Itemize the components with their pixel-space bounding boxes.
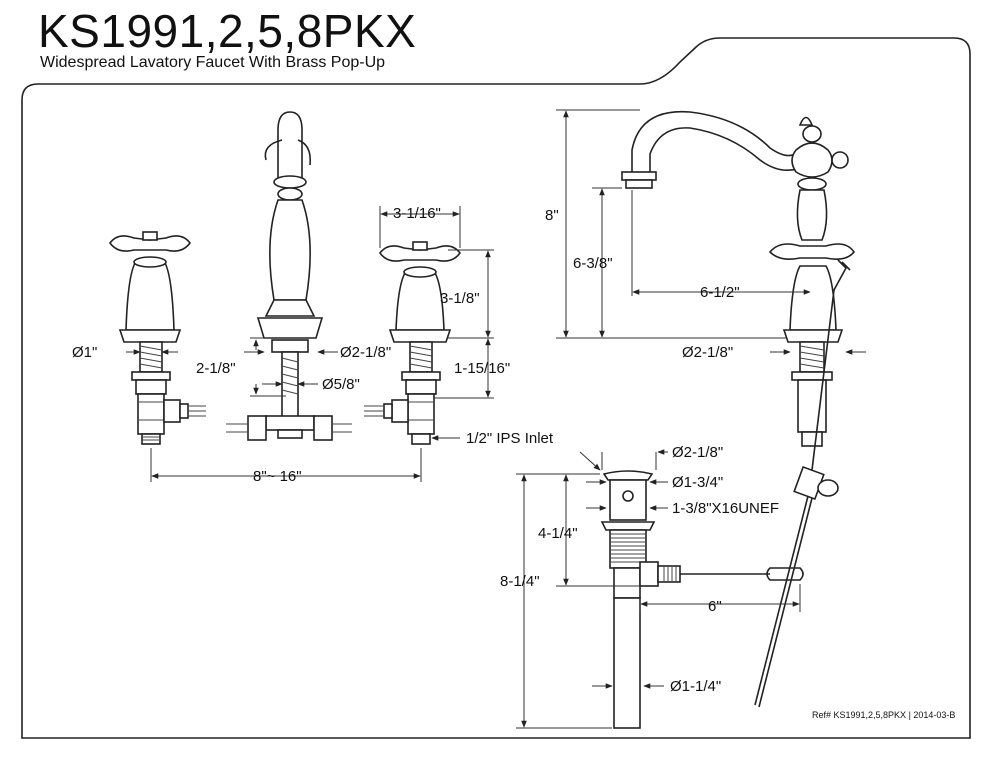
dim-drain-total-height: 8-1/4" (500, 573, 540, 590)
dim-drain-upper-height: 4-1/4" (538, 525, 578, 542)
dim-spout-shank-dia: Ø5/8" (322, 376, 360, 393)
dim-spout-base-dia: Ø2-1/8" (340, 344, 391, 361)
dim-handle-shank-length: 1-15/16" (454, 360, 510, 377)
dim-handle-height: 3-1/8" (440, 290, 480, 307)
center-spout-drawing (226, 111, 352, 441)
side-view-faucet-drawing (621, 110, 855, 708)
dim-spread: 8"~ 16" (253, 468, 302, 485)
dimension-lines (126, 109, 866, 729)
dim-tailpiece-dia: Ø1-1/4" (670, 678, 721, 695)
dim-handle-shank-dia: Ø1" (72, 344, 97, 361)
dim-drain-flange-dia: Ø2-1/8" (672, 444, 723, 461)
dim-overall-height: 8" (545, 207, 559, 224)
right-handle-drawing (364, 241, 461, 445)
product-description: Widespread Lavatory Faucet With Brass Po… (40, 54, 386, 71)
dim-handle-width: 3-1/16" (393, 205, 441, 222)
dim-spout-outlet-height: 6-3/8" (573, 255, 613, 272)
reference-note: Ref# KS1991,2,5,8PKX | 2014-03-B (812, 710, 955, 720)
dim-drain-body-dia: Ø1-3/4" (672, 474, 723, 491)
dim-spout-base-height: 2-1/8" (196, 360, 236, 377)
dim-spout-reach: 6-1/2" (700, 284, 740, 301)
model-title: KS1991,2,5,8PKX (38, 5, 417, 57)
drain-assembly-drawing (600, 470, 804, 729)
dim-inlet: 1/2" IPS Inlet (466, 430, 554, 447)
left-handle-drawing (109, 231, 206, 445)
dim-pivot-rod-length: 6" (708, 598, 722, 615)
dim-side-base-dia: Ø2-1/8" (682, 344, 733, 361)
drawing-border (21, 37, 971, 739)
dim-drain-thread: 1-3/8"X16UNEF (672, 500, 779, 517)
